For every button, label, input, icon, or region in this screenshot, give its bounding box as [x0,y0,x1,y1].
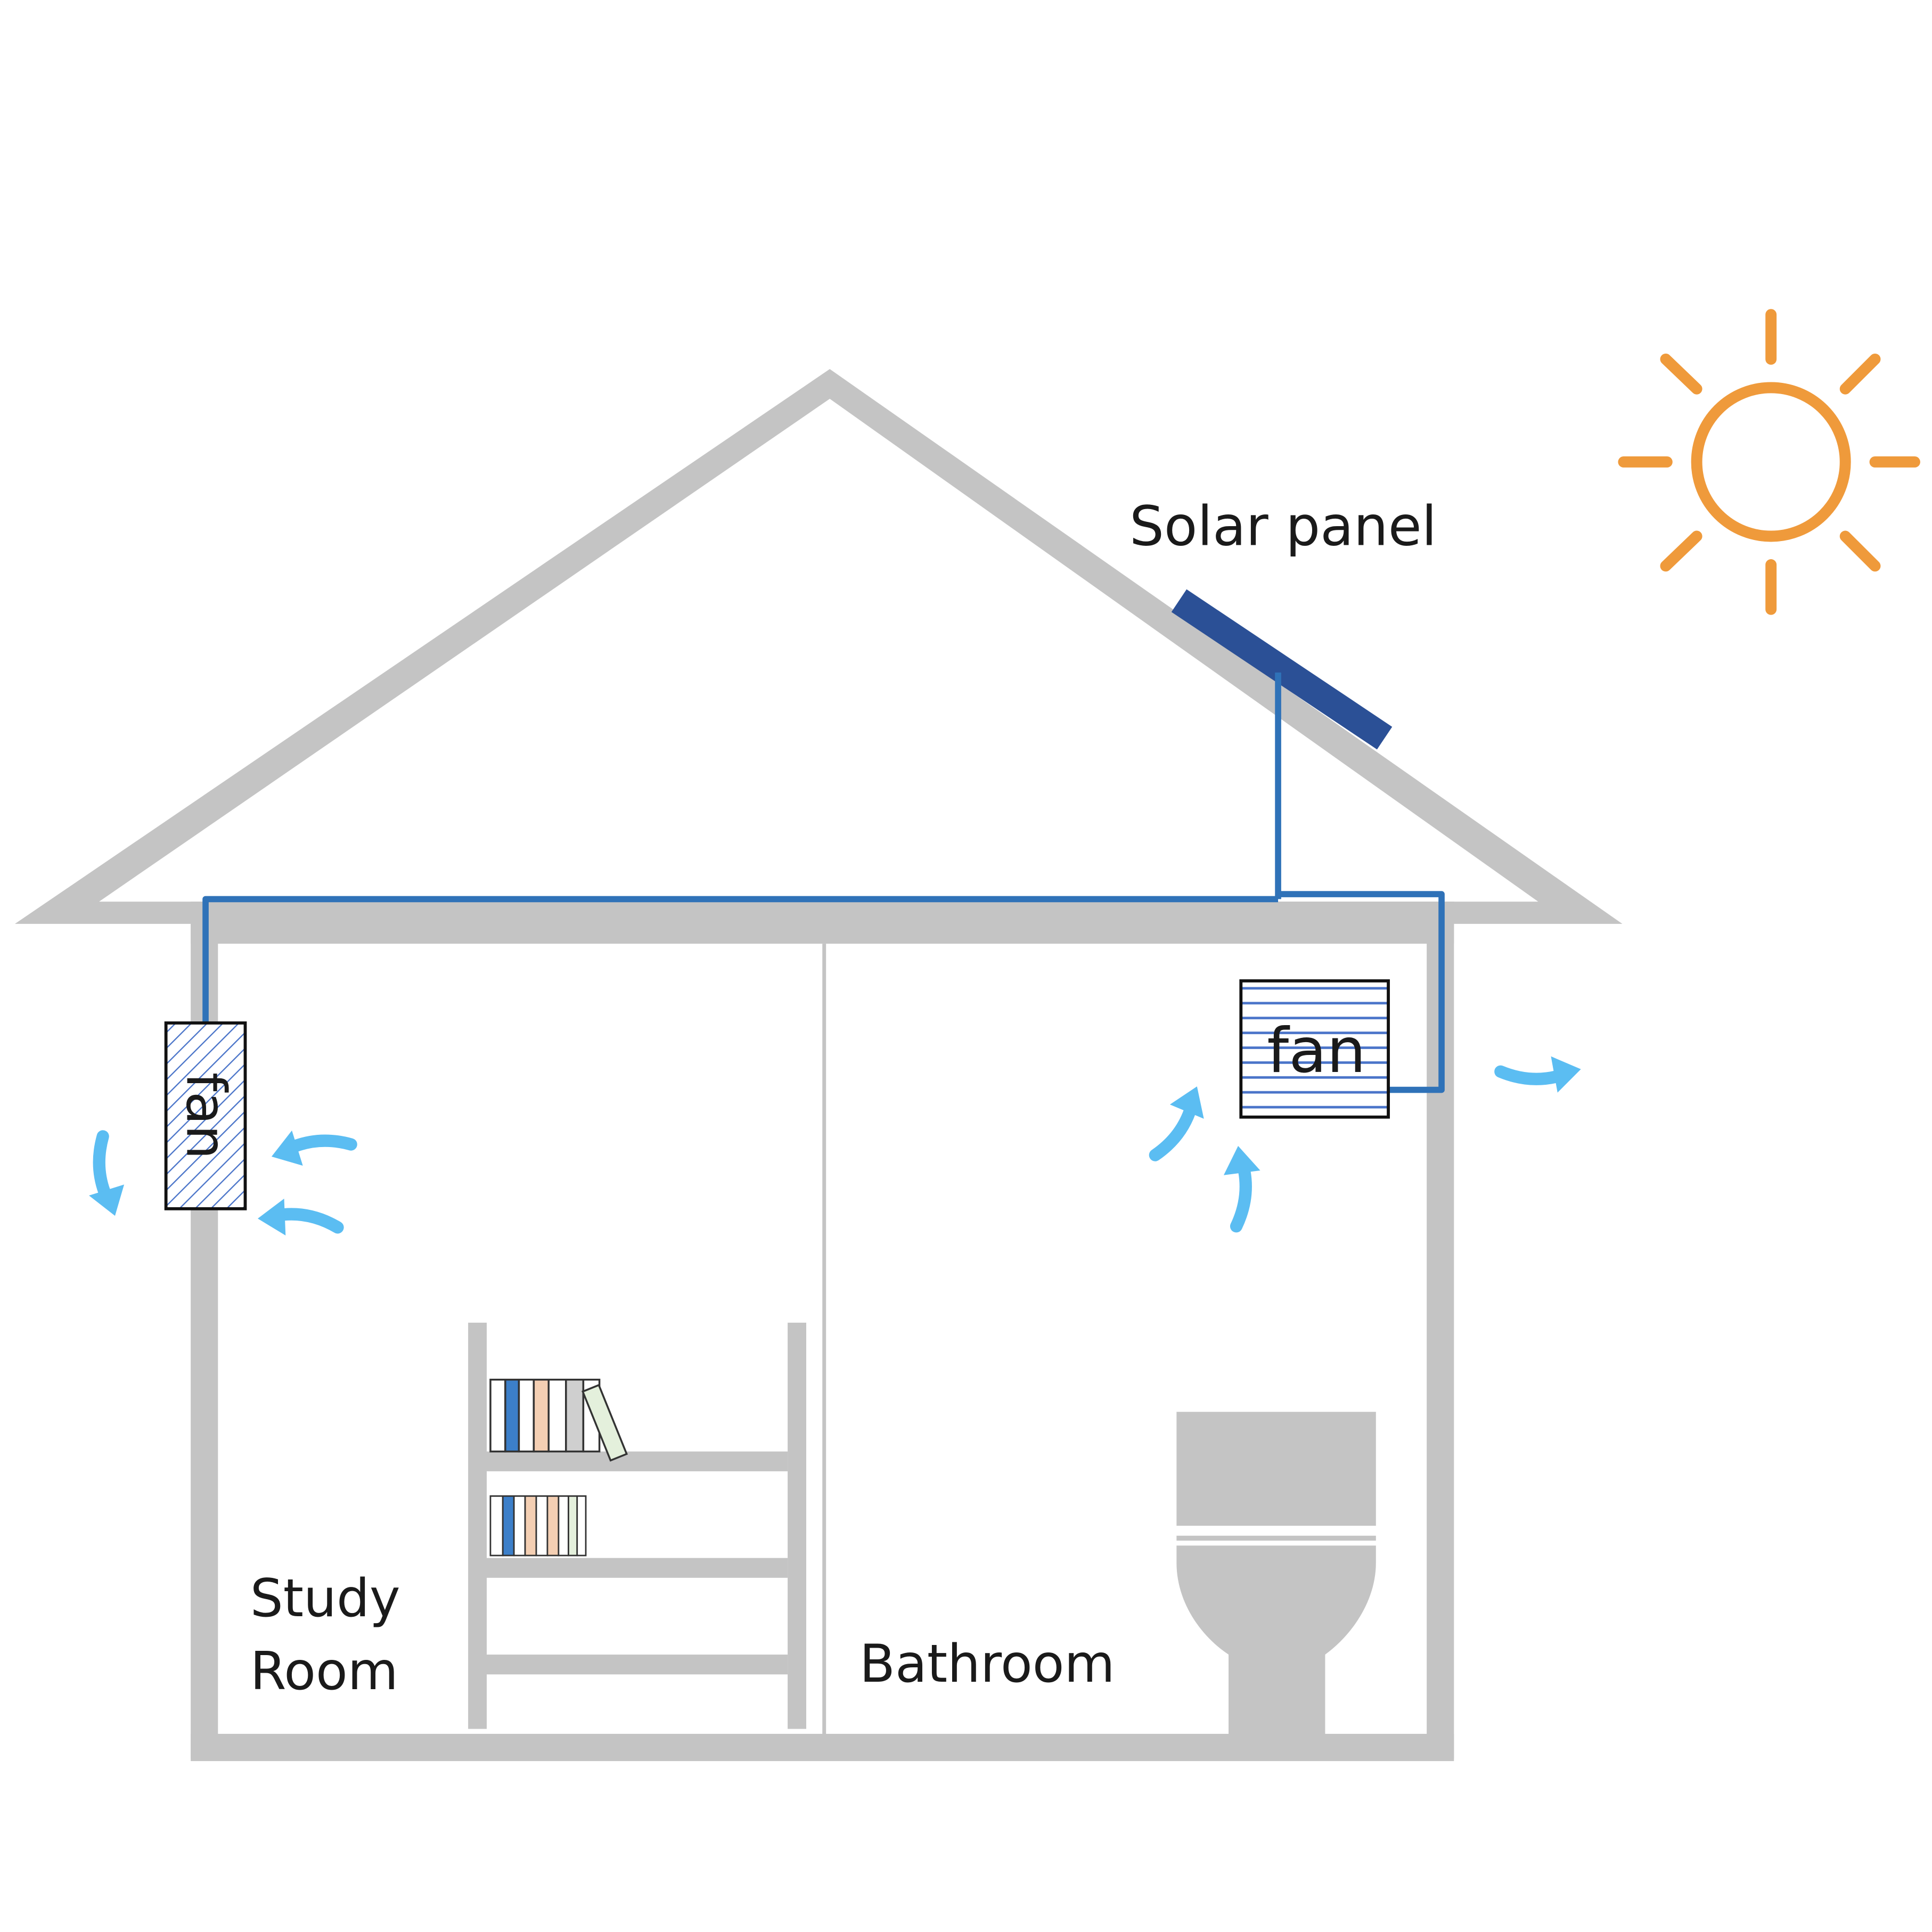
fan-icon [1239,979,1390,1119]
roof [14,369,1623,924]
airflow-arrow-icon [1136,1086,1216,1155]
bookshelf-icon [468,1322,806,1729]
fan-left: fan [164,1021,247,1210]
solar-panel-icon [1171,589,1393,750]
sun-icon [1618,309,1920,615]
bathroom-label: Bathroom [859,1634,1115,1694]
airflow-arrow-icon [75,1136,143,1216]
solar-panel-label: Solar panel [1129,495,1437,558]
books-middle-shelf [489,1495,587,1557]
room-divider [822,944,826,1737]
power-wiring [202,672,1445,1093]
airflow-arrow-icon [1200,1146,1275,1226]
toilet-icon [1176,1412,1376,1739]
airflow-arrow-icon [272,1116,351,1185]
fan-left-label: fan [174,1073,238,1160]
books-top-shelf [489,1379,628,1462]
airflow-arrow-icon [258,1184,338,1262]
airflow-arrow-icon [1501,1034,1581,1107]
fan-right: fan [1239,979,1390,1119]
study-room-label-line2: Room [250,1641,398,1702]
fan-icon [164,1021,247,1210]
study-room-label-line1: Study [250,1568,400,1629]
fan-right-label: fan [1267,1015,1366,1087]
